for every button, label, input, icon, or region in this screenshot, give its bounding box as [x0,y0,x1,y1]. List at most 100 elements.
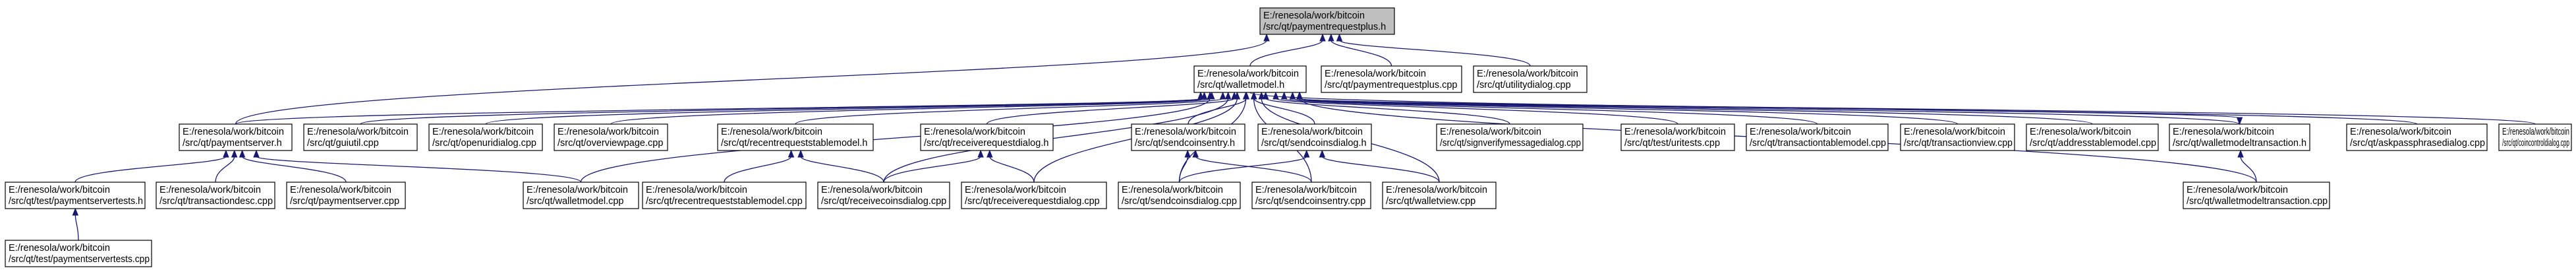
edge-line [215,156,235,183]
arrowhead-icon [787,149,795,158]
node-paymentservertests-cpp[interactable]: E:/renesola/work/bitcoin/src/qt/test/pay… [5,240,152,267]
node-line1: E:/renesola/work/bitcoin [924,127,1025,137]
edge-line [74,214,79,241]
node-line2: /src/qt/sendcoinsentry.h [1135,138,1235,149]
node-line1: E:/renesola/work/bitcoin [1263,11,1365,21]
node-line1: E:/renesola/work/bitcoin [1750,127,1851,137]
edge-recentrequeststablemodel-h-to-receivecoinsdialog-cpp [797,149,884,183]
node-line1: E:/renesola/work/bitcoin [2030,127,2131,137]
node-line2: /src/qt/addresstablemodel.cpp [2030,138,2156,149]
edge-line [883,156,981,183]
node-askpassphrasedialog-cpp[interactable]: E:/renesola/work/bitcoin/src/qt/askpassp… [2346,123,2488,151]
node-box [523,182,639,209]
node-box [1251,182,1371,209]
node-sendcoinsdialog-h[interactable]: E:/renesola/work/bitcoin/src/qt/sendcoin… [1257,123,1372,151]
edge-paymentrequestplus-h-to-walletmodel-h [1249,33,1326,67]
node-uritests-cpp[interactable]: E:/renesola/work/bitcoin/src/qt/test/uri… [1620,123,1735,151]
node-recentrequeststablemodel-cpp[interactable]: E:/renesola/work/bitcoin/src/qt/recentre… [642,182,807,209]
node-sendcoinsentry-h[interactable]: E:/renesola/work/bitcoin/src/qt/sendcoin… [1131,123,1245,151]
node-sendcoinsdialog-cpp[interactable]: E:/renesola/work/bitcoin/src/qt/sendcoin… [1118,182,1241,209]
node-line1: E:/renesola/work/bitcoin [432,127,534,137]
node-line1: E:/renesola/work/bitcoin [1255,185,1357,195]
edge-walletmodeltransaction-h-to-walletmodeltransaction-cpp [2237,149,2257,183]
node-paymentservertests-h[interactable]: E:/renesola/work/bitcoin/src/qt/test/pay… [5,182,146,209]
edge-line [1321,156,1440,183]
node-box [5,240,152,267]
node-walletmodel-cpp[interactable]: E:/renesola/work/bitcoin/src/qt/walletmo… [523,182,639,209]
node-box [2026,123,2159,151]
node-paymentrequestplus-cpp[interactable]: E:/renesola/work/bitcoin/src/qt/paymentr… [1321,65,1462,93]
edge-sendcoinsdialog-h-to-sendcoinsdialog-cpp [1178,149,1310,183]
node-line1: E:/renesola/work/bitcoin [1624,127,1726,137]
node-paymentserver-h[interactable]: E:/renesola/work/bitcoin/src/qt/payments… [179,123,293,151]
node-transactiondesc-cpp[interactable]: E:/renesola/work/bitcoin/src/qt/transact… [156,182,275,209]
arrowhead-icon [72,207,79,216]
arrowhead-icon [1234,91,1241,100]
arrowhead-icon [2237,149,2244,158]
node-line1: E:/renesola/work/bitcoin [821,185,923,195]
edge-recentrequeststablemodel-h-to-recentrequeststablemodel-cpp [724,149,795,183]
node-line1: E:/renesola/work/bitcoin [558,127,659,137]
node-guiutil-cpp[interactable]: E:/renesola/work/bitcoin/src/qt/guiutil.… [303,123,418,151]
arrowhead-icon [797,149,804,158]
file-nodes: E:/renesola/work/bitcoin/src/qt/paymentr… [5,7,2572,267]
edge-line [1299,98,2418,125]
edge-line [883,98,1229,183]
node-box [1620,123,1735,151]
node-walletmodeltransaction-cpp[interactable]: E:/renesola/work/bitcoin/src/qt/walletmo… [2183,182,2330,209]
node-addresstablemodel-cpp[interactable]: E:/renesola/work/bitcoin/src/qt/addresst… [2026,123,2159,151]
edge-sendcoinsdialog-h-to-walletview-cpp [1319,149,1440,183]
node-openuridialog-cpp[interactable]: E:/renesola/work/bitcoin/src/qt/openurid… [428,123,543,151]
node-line2: /src/qt/transactiontablemodel.cpp [1750,138,1886,149]
node-line2: /src/qt/guiutil.cpp [307,138,379,149]
node-line2: /src/qt/receiverequestdialog.cpp [965,196,1100,207]
node-utilitydialog-cpp[interactable]: E:/renesola/work/bitcoin/src/qt/utilityd… [1473,65,1588,93]
edge-walletmodel-h-to-receivecoinsdialog-cpp [883,91,1232,183]
node-box [303,123,418,151]
arrowhead-icon [1319,149,1326,158]
node-line1: E:/renesola/work/bitcoin [2187,185,2288,195]
node-box [156,182,275,209]
edge-line [724,156,792,183]
arrowhead-icon [1184,149,1191,158]
arrowhead-icon [1201,91,1208,100]
node-walletview-cpp[interactable]: E:/renesola/work/bitcoin/src/qt/walletvi… [1382,182,1497,209]
arrowhead-icon [1224,91,1232,100]
node-receiverequestdialog-h[interactable]: E:/renesola/work/bitcoin/src/qt/receiver… [920,123,1054,151]
edge-paymentserver-h-to-paymentservertests-h [74,149,229,183]
node-walletmodeltransaction-h[interactable]: E:/renesola/work/bitcoin/src/qt/walletmo… [2169,123,2310,151]
edge-walletmodel-h-to-walletmodel-cpp [580,91,1213,183]
node-box [1382,182,1497,209]
node-line1: E:/renesola/work/bitcoin [646,185,747,195]
node-line2: /src/qt/utilitydialog.cpp [1477,80,1571,90]
node-transactiontablemodel-cpp[interactable]: E:/renesola/work/bitcoin/src/qt/transact… [1746,123,1889,151]
node-overviewpage-cpp[interactable]: E:/renesola/work/bitcoin/src/qt/overview… [554,123,668,151]
edge-line [235,40,1267,125]
node-paymentserver-cpp[interactable]: E:/renesola/work/bitcoin/src/qt/payments… [286,182,406,209]
edge-line [1188,98,1247,125]
node-recentrequeststablemodel-h[interactable]: E:/renesola/work/bitcoin/src/qt/recentre… [717,123,874,151]
edge-line [241,156,347,183]
edge-paymentserver-h-to-walletmodel-cpp [253,149,582,183]
edge-line [2240,156,2257,183]
node-line2: /src/qt/walletview.cpp [1386,196,1475,207]
node-line1: E:/renesola/work/bitcoin [183,127,284,137]
node-line2: /src/qt/sendcoinsdialog.h [1261,138,1367,149]
edge-walletmodeltransaction-h-to-walletmodel-h [1249,92,2243,125]
node-box [428,123,543,151]
node-box [817,182,950,209]
node-receiverequestdialog-cpp[interactable]: E:/renesola/work/bitcoin/src/qt/receiver… [961,182,1107,209]
edge-line [1249,92,2241,119]
node-walletmodel-h[interactable]: E:/renesola/work/bitcoin/src/qt/walletmo… [1193,65,1307,93]
node-transactionview-cpp[interactable]: E:/renesola/work/bitcoin/src/qt/transact… [1900,123,2015,151]
node-line1: E:/renesola/work/bitcoin [1325,69,1426,79]
edge-paymentrequestplus-h-to-paymentrequestplus-cpp [1328,33,1392,67]
arrowhead-icon [1289,91,1296,100]
node-paymentrequestplus-h[interactable]: E:/renesola/work/bitcoin/src/qt/paymentr… [1259,7,1395,35]
node-receivecoinsdialog-cpp[interactable]: E:/renesola/work/bitcoin/src/qt/receivec… [817,182,950,209]
edge-walletmodel-h-to-paymentserver-h [235,91,1204,125]
arrowhead-icon [1192,149,1199,158]
node-coincontroldialog-cpp[interactable]: E:/renesola/work/bitcoin/src/qt/coincont… [2498,123,2572,151]
node-signverifymessagedialog-cpp[interactable]: E:/renesola/work/bitcoin/src/qt/signveri… [1436,123,1584,151]
node-sendcoinsentry-cpp[interactable]: E:/renesola/work/bitcoin/src/qt/sendcoin… [1251,182,1371,209]
